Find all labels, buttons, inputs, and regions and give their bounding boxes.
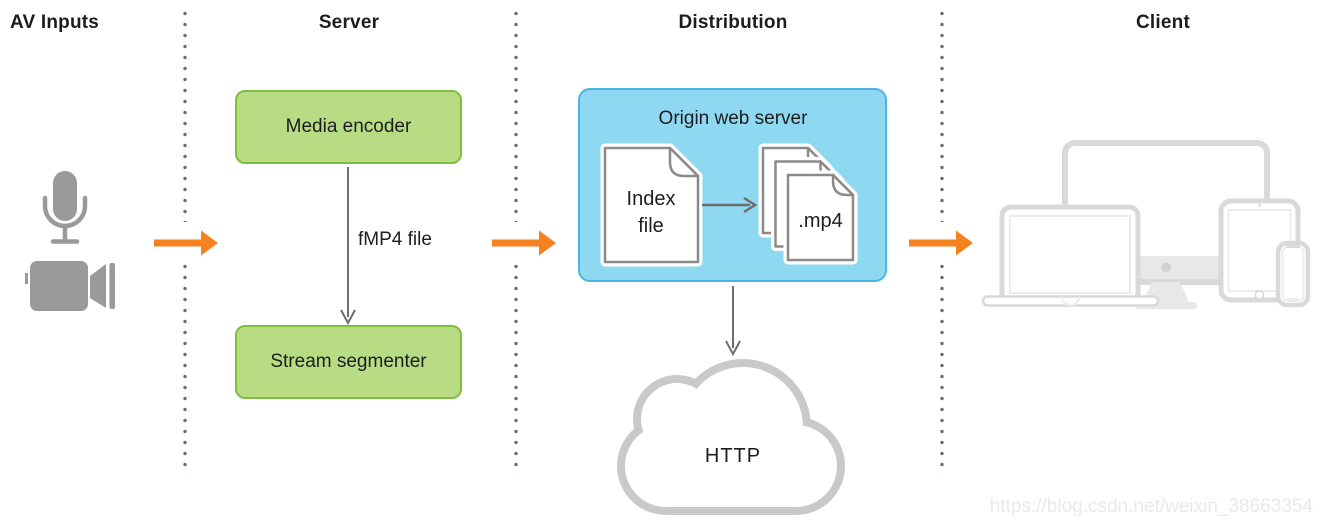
index-file-label: Index file	[626, 188, 676, 237]
encoder-to-segmenter-arrow-icon	[340, 167, 356, 325]
mp4-stack-icon	[758, 143, 858, 265]
server-to-http-arrow-icon	[725, 286, 741, 356]
stream-segmenter-label: Stream segmenter	[270, 351, 427, 372]
watermark: https://blog.csdn.net/weixin_38663354	[989, 496, 1313, 517]
microphone-icon	[42, 171, 88, 244]
stream-segmenter-node: Stream segmenter	[235, 325, 462, 399]
iphone-icon	[1275, 240, 1311, 308]
arrow-av-to-server-icon	[154, 230, 218, 256]
media-encoder-node: Media encoder	[235, 90, 462, 164]
column-header-server: Server	[318, 12, 380, 33]
http-cloud-icon	[617, 359, 845, 515]
column-header-distribution: Distribution	[678, 12, 788, 33]
column-header-client: Client	[1136, 12, 1190, 33]
column-header-av-inputs: AV Inputs	[10, 12, 100, 33]
index-file-icon	[600, 143, 703, 267]
arrow-distribution-to-client-icon	[909, 230, 973, 256]
video-camera-icon	[25, 261, 115, 311]
fmp4-file-label: fMP4 file	[358, 229, 432, 250]
origin-server-contents	[600, 143, 858, 267]
media-encoder-label: Media encoder	[285, 116, 412, 137]
origin-web-server-label: Origin web server	[658, 108, 808, 129]
mp4-label: .mp4	[798, 210, 843, 232]
macbook-icon	[981, 204, 1160, 307]
http-label: HTTP	[704, 445, 762, 467]
arrow-server-to-distribution-icon	[492, 230, 556, 256]
client-devices-icon	[981, 140, 1311, 309]
index-to-mp4-arrow-icon	[702, 196, 758, 214]
